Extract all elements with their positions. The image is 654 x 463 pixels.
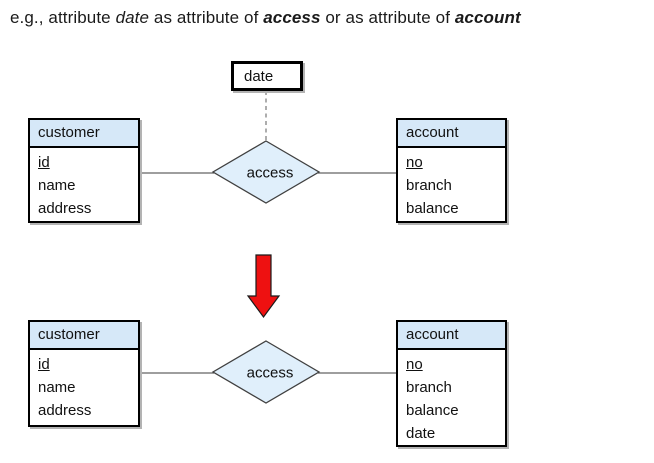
relationship-diamond-top bbox=[211, 140, 321, 204]
attribute-row: branch bbox=[406, 379, 452, 396]
attribute-row: date bbox=[406, 425, 436, 442]
attribute-box-date: date bbox=[231, 61, 303, 91]
attribute-row: balance bbox=[406, 200, 459, 217]
entity-customer-bottom: customer id name address bbox=[28, 320, 140, 427]
attribute-row: no bbox=[406, 356, 423, 373]
entity-account-top: account no branch balance bbox=[396, 118, 507, 223]
title-text-3: or as attribute of bbox=[320, 8, 455, 27]
relationship-label-top: access bbox=[247, 165, 294, 182]
entity-account-bottom-header: account bbox=[398, 322, 505, 350]
attribute-row: branch bbox=[406, 177, 452, 194]
title-entity-account: account bbox=[454, 8, 521, 27]
attribute-row: id bbox=[38, 154, 50, 171]
attribute-row: balance bbox=[406, 402, 459, 419]
attribute-row: name bbox=[38, 177, 76, 194]
page-title: e.g., attribute date as attribute of acc… bbox=[10, 8, 521, 28]
title-attr-date: date bbox=[115, 8, 150, 27]
entity-customer-bottom-header: customer bbox=[30, 322, 138, 350]
transformation-arrow-icon bbox=[246, 254, 281, 319]
relationship-label-bottom: access bbox=[247, 365, 294, 382]
entity-account-top-body: no branch balance bbox=[398, 148, 505, 220]
title-rel-access: access bbox=[263, 8, 321, 27]
attribute-row: name bbox=[38, 379, 76, 396]
entity-customer-top: customer id name address bbox=[28, 118, 140, 223]
entity-customer-bottom-body: id name address bbox=[30, 350, 138, 422]
attribute-row: address bbox=[38, 200, 92, 217]
entity-customer-top-body: id name address bbox=[30, 148, 138, 220]
attribute-box-date-label: date bbox=[244, 67, 274, 85]
entity-customer-top-header: customer bbox=[30, 120, 138, 148]
attribute-row: address bbox=[38, 402, 92, 419]
entity-account-top-header: account bbox=[398, 120, 505, 148]
entity-account-bottom: account no branch balance date bbox=[396, 320, 507, 447]
attribute-row: no bbox=[406, 154, 423, 171]
attribute-row: id bbox=[38, 356, 50, 373]
title-text-1: e.g., attribute bbox=[10, 8, 116, 27]
entity-account-bottom-body: no branch balance date bbox=[398, 350, 505, 445]
title-text-2: as attribute of bbox=[149, 8, 264, 27]
relationship-diamond-bottom bbox=[211, 340, 321, 404]
